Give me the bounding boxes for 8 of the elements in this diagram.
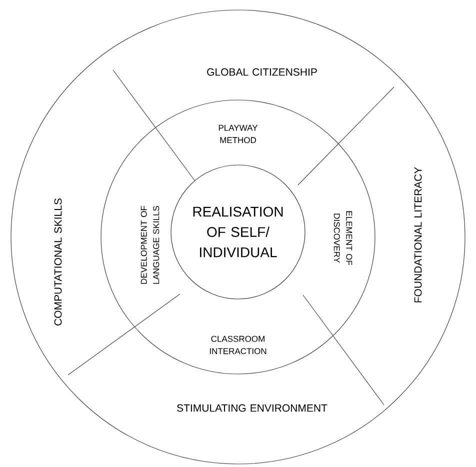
segment-label: PLAYWAY METHOD: [218, 124, 258, 144]
segment-label: ELEMENT OF DISCOVERY: [334, 211, 352, 266]
segment-label: FOUNDATIONAL LITERACY: [414, 167, 422, 302]
segment-label: COMPUTATIONAL SKILLS: [54, 198, 62, 326]
segment-label: CLASSROOM INTERACTION: [210, 336, 266, 354]
segment-label: GLOBAL CITIZENSHIP: [207, 68, 317, 76]
segment-label: STIMULATING ENVIRONMENT: [177, 404, 328, 412]
segment-label: DEVELOPMENT OF LANGUAGE SKILLS: [140, 206, 160, 284]
